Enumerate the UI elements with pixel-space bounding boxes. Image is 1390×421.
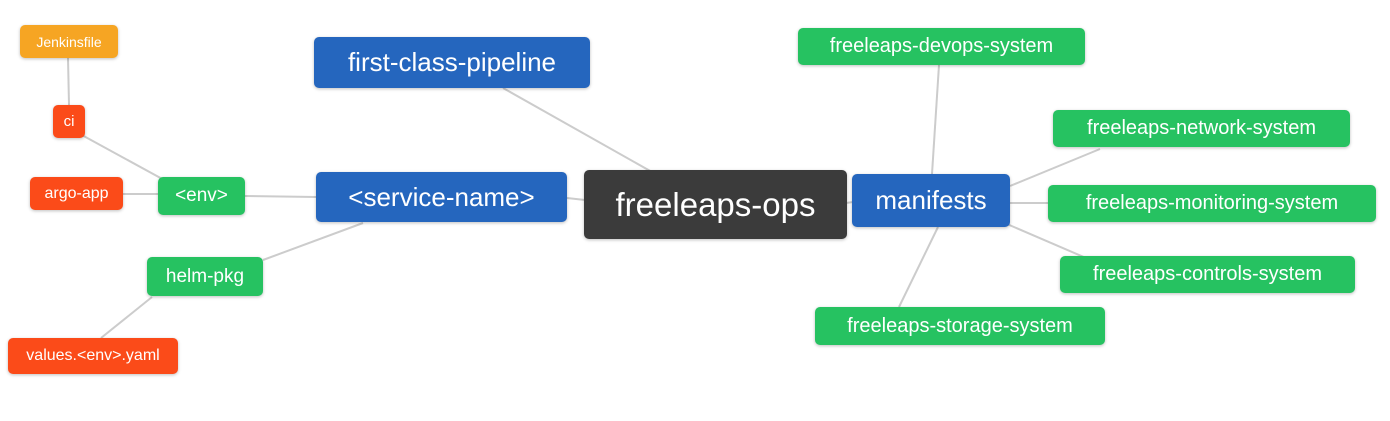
node-freeleaps-network-system[interactable]: freeleaps-network-system [1053,110,1350,147]
node-service-name[interactable]: <service-name> [316,172,567,222]
node-env[interactable]: <env> [158,177,245,215]
node-values-env-yaml[interactable]: values.<env>.yaml [8,338,178,374]
edge-manifests-storage [898,226,939,308]
node-freeleaps-controls-system[interactable]: freeleaps-controls-system [1060,256,1355,293]
edge-ops-manifests [845,201,854,204]
node-freeleaps-ops-root[interactable]: freeleaps-ops [584,170,847,239]
node-freeleaps-storage-system[interactable]: freeleaps-storage-system [815,307,1105,345]
edge-ops-first-class-pipeline [502,87,653,173]
node-helm-pkg[interactable]: helm-pkg [147,257,263,296]
node-freeleaps-devops-system[interactable]: freeleaps-devops-system [798,28,1085,65]
edge-service-name-env [244,195,317,198]
node-ci[interactable]: ci [53,105,85,138]
edge-manifests-controls [1006,223,1087,259]
node-first-class-pipeline[interactable]: first-class-pipeline [314,37,590,88]
node-manifests[interactable]: manifests [852,174,1010,227]
node-argo-app[interactable]: argo-app [30,177,123,210]
edge-manifests-devops [931,64,940,175]
node-jenkinsfile[interactable]: Jenkinsfile [20,25,118,58]
edge-service-name-helm-pkg [262,222,364,261]
node-freeleaps-monitoring-system[interactable]: freeleaps-monitoring-system [1048,185,1376,222]
edge-ops-service-name [566,197,586,201]
edge-env-ci [79,133,167,182]
edge-helm-pkg-values-yaml [100,296,153,339]
edge-ci-jenkinsfile [67,57,70,106]
edge-manifests-network [1009,148,1101,187]
